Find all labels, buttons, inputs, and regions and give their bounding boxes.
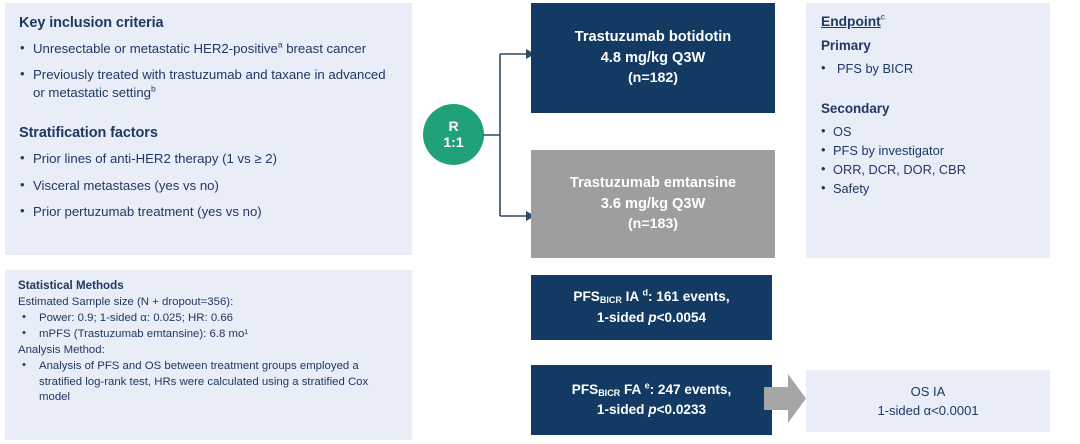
arm-dose: 4.8 mg/kg Q3W <box>600 49 706 66</box>
analysis-type: FA <box>620 381 645 397</box>
pfs-subscript: BICR <box>599 295 622 306</box>
criteria-tail-1: breast cancer <box>282 41 367 56</box>
randomization-connector <box>483 49 535 221</box>
list-item: OS <box>820 122 1036 142</box>
primary-endpoint-list: PFS by BICR <box>820 59 1036 79</box>
list-item: ORR, DCR, DOR, CBR <box>820 160 1036 180</box>
secondary-endpoint-label: Secondary <box>821 100 890 116</box>
stratification-title: Stratification factors <box>19 125 158 142</box>
pfs-subscript: BICR <box>598 387 621 398</box>
pfs-ia-events-line: PFSBICR IA d: 161 events, <box>573 287 730 306</box>
event-count: : 247 events, <box>649 381 732 397</box>
pvalue-threshold: <0.0054 <box>656 309 707 325</box>
randomization-label: R <box>448 117 459 134</box>
pfs-interim-analysis-box: PFSBICR IA d: 161 events, 1-sided p<0.00… <box>531 275 772 340</box>
list-item: mPFS (Trastuzumab emtansine): 6.8 mo¹ <box>17 326 400 342</box>
list-item: Analysis of PFS and OS between treatment… <box>17 358 400 404</box>
inclusion-criteria-list: Unresectable or metastatic HER2-positive… <box>17 39 400 101</box>
endpoint-heading-row: Endpointc <box>820 11 1036 38</box>
pfs-ia-pvalue-line: 1-sided p<0.0054 <box>596 309 707 325</box>
list-item: PFS by BICR <box>820 59 1036 79</box>
pvalue-prefix: 1-sided <box>596 309 649 325</box>
os-interim-analysis-box: OS IA 1-sided α<0.0001 <box>806 370 1050 432</box>
list-item: Visceral metastases (yes vs no) <box>17 176 400 194</box>
criteria-text-2: Previously treated with trastuzumab and … <box>33 67 386 100</box>
footnote-marker-e: e <box>644 380 650 391</box>
pvalue-p: p <box>648 402 657 417</box>
footnote-marker-c: c <box>880 11 886 22</box>
sample-size-bullets: Power: 0.9; 1-sided α: 0.025; HR: 0.66 m… <box>17 310 400 342</box>
key-inclusion-criteria-panel: Key inclusion criteria Unresectable or m… <box>5 3 412 255</box>
arm-sample-size: (n=182) <box>627 70 679 87</box>
os-ia-title: OS IA <box>910 383 946 399</box>
pvalue-p: p <box>648 309 657 325</box>
sample-size-line: Estimated Sample size (N + dropout=356): <box>18 296 234 308</box>
footnote-marker-a: a <box>277 39 283 50</box>
pfs-final-analysis-box: PFSBICR FA e: 247 events, 1-sided p<0.02… <box>531 365 772 435</box>
arm-dose: 3.6 mg/kg Q3W <box>600 195 706 212</box>
endpoint-heading: Endpoint <box>821 14 881 29</box>
list-item: Prior lines of anti-HER2 therapy (1 vs ≥… <box>17 149 400 167</box>
pfs-fa-events-line: PFSBICR FA e: 247 events, <box>571 380 732 398</box>
event-count: : 161 events, <box>647 289 730 305</box>
arm-drug-name: Trastuzumab botidotin <box>574 29 732 46</box>
footnote-marker-b: b <box>151 83 156 94</box>
stratification-factors-list: Prior lines of anti-HER2 therapy (1 vs ≥… <box>17 149 400 220</box>
right-arrow-icon <box>764 374 806 423</box>
criteria-text-1: Unresectable or metastatic HER2-positive <box>33 41 278 56</box>
list-item: Unresectable or metastatic HER2-positive… <box>17 39 400 57</box>
analysis-method-line: Analysis Method: <box>18 344 105 357</box>
list-item: Prior pertuzumab treatment (yes vs no) <box>17 202 400 220</box>
endpoint-panel: Endpointc Primary PFS by BICR Secondary … <box>806 3 1050 258</box>
treatment-arm-experimental: Trastuzumab botidotin 4.8 mg/kg Q3W (n=1… <box>531 3 775 113</box>
list-item: Power: 0.9; 1-sided α: 0.025; HR: 0.66 <box>17 310 400 326</box>
pfs-label: PFS <box>573 289 600 305</box>
pvalue-threshold: <0.0233 <box>656 402 707 417</box>
list-item: Previously treated with trastuzumab and … <box>17 65 400 101</box>
analysis-type: IA <box>621 289 643 305</box>
pvalue-prefix: 1-sided <box>596 402 649 417</box>
os-ia-alpha: 1-sided α<0.0001 <box>877 403 979 418</box>
list-item: PFS by investigator <box>820 141 1036 161</box>
analysis-method-bullets: Analysis of PFS and OS between treatment… <box>17 358 400 404</box>
criteria-title: Key inclusion criteria <box>19 15 164 31</box>
list-item: Safety <box>820 179 1036 199</box>
pfs-label: PFS <box>571 381 599 397</box>
arm-sample-size: (n=183) <box>627 216 679 233</box>
randomization-ratio: 1:1 <box>443 133 464 150</box>
footnote-marker-d: d <box>642 287 648 298</box>
randomization-node: R 1:1 <box>423 104 484 165</box>
secondary-endpoint-list: OS PFS by investigator ORR, DCR, DOR, CB… <box>820 122 1036 199</box>
statistical-methods-panel: Statistical Methods Estimated Sample siz… <box>5 270 412 440</box>
treatment-arm-control: Trastuzumab emtansine 3.6 mg/kg Q3W (n=1… <box>531 150 775 258</box>
pfs-fa-pvalue-line: 1-sided p<0.0233 <box>596 402 707 417</box>
primary-endpoint-label: Primary <box>821 38 871 53</box>
arm-drug-name: Trastuzumab emtansine <box>569 175 737 192</box>
stats-title: Statistical Methods <box>18 279 124 292</box>
